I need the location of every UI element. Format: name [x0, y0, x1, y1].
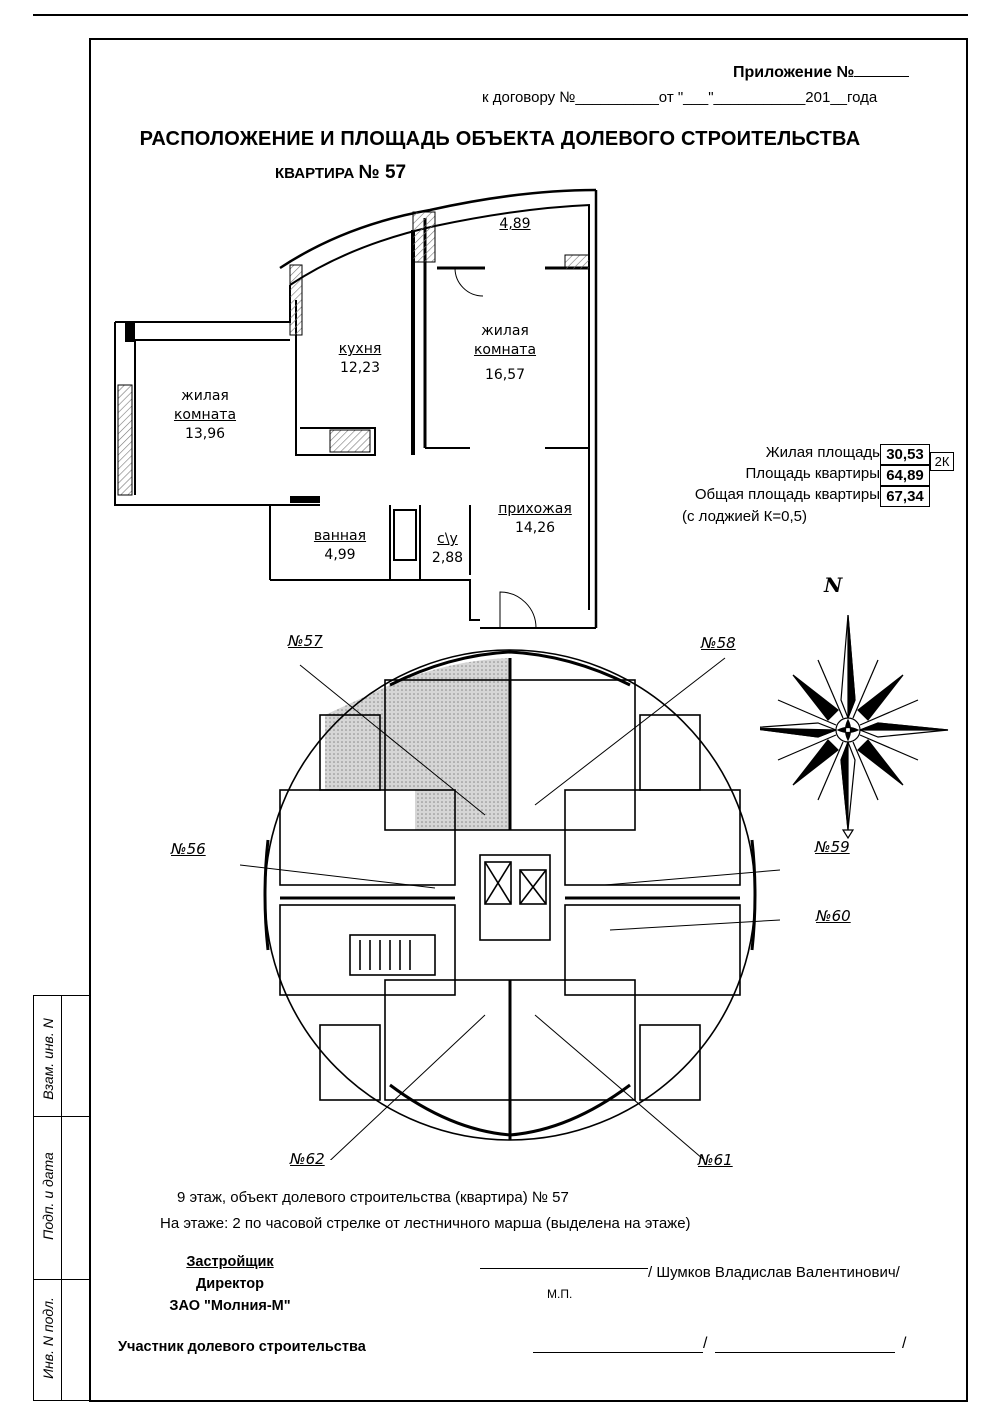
- callout-apartment-58: №58: [701, 634, 736, 652]
- appendix-blank: [854, 62, 910, 77]
- participant-signature-line: [533, 1352, 703, 1353]
- top-border-line: [33, 14, 968, 16]
- room-bathroom: ванная 4,99: [300, 527, 380, 565]
- callout-apartment-57: №57: [288, 632, 323, 650]
- total-area-value: 67,34: [880, 486, 930, 507]
- side-stamp-box: Взам. инв. N Подп. и дата Инв. N подл.: [33, 995, 90, 1401]
- participant-slash-1: /: [703, 1335, 708, 1352]
- developer-role: Директор: [195, 1276, 265, 1292]
- apartment-label-prefix: КВАРТИРА: [275, 165, 355, 182]
- room-living-1: жилая комната 13,96: [155, 387, 255, 444]
- room-bathroom-name: ванная: [313, 528, 367, 544]
- callout-apartment-56: №56: [171, 840, 206, 858]
- compass-north-label: N: [823, 573, 843, 597]
- callout-apartment-62: №62: [290, 1150, 325, 1168]
- participant-name-line: [715, 1352, 895, 1353]
- total-area-label: Общая площадь квартиры: [694, 486, 880, 503]
- area-summary: Жилая площадь 30,53 2К Площадь квартиры …: [600, 444, 954, 534]
- document-title: РАСПОЛОЖЕНИЕ И ПЛОЩАДЬ ОБЪЕКТА ДОЛЕВОГО …: [139, 128, 861, 150]
- apartment-number: № 57: [358, 162, 407, 183]
- drawing-frame: [89, 38, 968, 1402]
- floor-info-line-1: 9 этаж, объект долевого строительства (к…: [177, 1189, 569, 1206]
- room-living-1-area: 13,96: [184, 426, 226, 442]
- stamp-place: М.П.: [547, 1287, 573, 1301]
- stamp-row-divider: [34, 1279, 90, 1280]
- room-balcony: 4,89: [475, 215, 555, 234]
- appendix-label: Приложение №: [733, 64, 855, 81]
- developer-signature-line: [480, 1268, 648, 1269]
- room-wc-name: с\у: [437, 531, 458, 547]
- room-hall-name: прихожая: [498, 501, 572, 517]
- living-area-value: 30,53: [880, 444, 930, 465]
- room-hall: прихожая 14,26: [490, 500, 580, 538]
- room-living-2-name: жилая: [481, 323, 529, 339]
- apartment-label: КВАРТИРА № 57: [275, 162, 406, 184]
- room-wc: с\у 2,88: [425, 530, 470, 568]
- apartment-area-label: Площадь квартиры: [745, 465, 880, 482]
- room-living-2: жилая комната 16,57: [455, 322, 555, 385]
- floor-plan: [240, 649, 780, 1160]
- room-living-1-name: жилая: [181, 388, 229, 404]
- stamp-original-inv: Инв. N подл.: [40, 1297, 56, 1379]
- callout-apartment-61: №61: [698, 1151, 733, 1169]
- appendix-number: Приложение №: [733, 62, 910, 82]
- stamp-replacement-inv: Взам. инв. N: [40, 1018, 56, 1100]
- room-bathroom-area: 4,99: [324, 547, 356, 563]
- participant-slash-2: /: [902, 1335, 907, 1352]
- apartment-plan: [114, 188, 598, 629]
- callout-apartment-59: №59: [815, 838, 850, 856]
- room-kitchen-area: 12,23: [339, 360, 381, 376]
- developer-signature-name: / Шумков Владислав Валентинович/: [648, 1264, 900, 1281]
- room-living-2-name2: комната: [473, 342, 537, 358]
- developer-company: ЗАО "Молния-М": [169, 1298, 291, 1314]
- apartment-type-tag: 2К: [930, 452, 954, 471]
- room-wc-area: 2,88: [431, 550, 464, 566]
- apartment-area-value: 64,89: [880, 465, 930, 486]
- stamp-row-divider: [34, 1116, 90, 1117]
- room-kitchen: кухня 12,23: [320, 340, 400, 378]
- floor-info-line-2: На этаже: 2 по часовой стрелке от лестни…: [160, 1215, 691, 1232]
- room-balcony-area: 4,89: [499, 216, 531, 232]
- room-living-1-name2: комната: [173, 407, 237, 423]
- room-living-2-area: 16,57: [484, 367, 526, 383]
- participant-label: Участник долевого строительства: [118, 1339, 366, 1355]
- stamp-sign-date: Подп. и дата: [40, 1152, 56, 1240]
- developer-title: Застройщик: [186, 1254, 274, 1270]
- contract-line: к договору №__________от "___"__________…: [482, 89, 878, 106]
- stamp-separator: [61, 996, 62, 1400]
- living-area-label: Жилая площадь: [765, 444, 880, 461]
- room-hall-area: 14,26: [514, 520, 556, 536]
- callout-apartment-60: №60: [816, 907, 851, 925]
- room-kitchen-name: кухня: [338, 341, 382, 357]
- loggia-note: (с лоджией К=0,5): [682, 508, 807, 525]
- compass-rose-icon: N: [760, 573, 949, 840]
